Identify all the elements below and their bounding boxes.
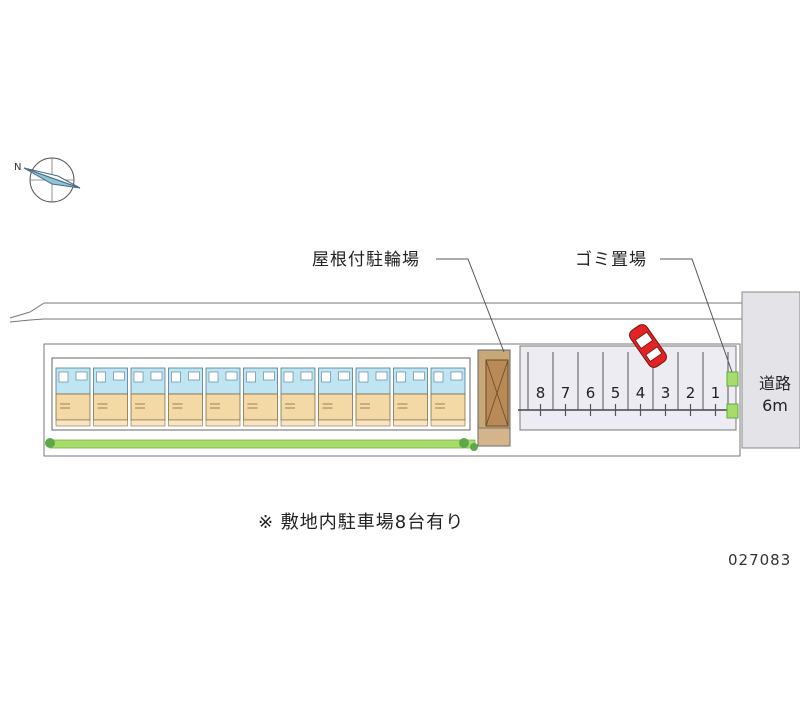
parking-space-number: 5 (611, 384, 621, 402)
car-icon (629, 324, 667, 368)
parking-note: ※ 敷地内駐車場8台有り (258, 512, 465, 533)
compass-icon: N (14, 157, 81, 203)
apartment-unit (130, 367, 166, 427)
parking-space-number: 1 (711, 384, 721, 402)
apartment-unit (355, 367, 391, 427)
apartment-unit (430, 367, 466, 427)
property-id: 027083 (728, 551, 792, 569)
bike-leader-line (436, 258, 505, 353)
parking-space: 5 (602, 352, 621, 416)
parking-space-number: 7 (561, 384, 571, 402)
apartment-unit (205, 367, 241, 427)
svg-text:N: N (14, 162, 21, 173)
road-6m (741, 291, 800, 449)
parking-space-number: 6 (586, 384, 596, 402)
garbage-area (726, 371, 739, 419)
apartment-building (51, 357, 471, 431)
road-label-line1: 道路 (758, 374, 791, 393)
apartment-unit (318, 367, 353, 427)
parking-space-number: 4 (636, 384, 646, 402)
parking-space: 1 (702, 352, 721, 416)
apartment-unit (55, 367, 91, 427)
parking-space-number: 3 (661, 384, 671, 402)
gomi-leader-line (660, 258, 733, 373)
parking-space-number: 8 (536, 384, 546, 402)
road-label-line2: 6m (762, 396, 788, 415)
parking-space: 7 (552, 352, 571, 416)
green-strip (49, 439, 476, 449)
apartment-unit (243, 367, 278, 427)
garbage-area-label: ゴミ置場 (575, 250, 647, 270)
apartment-unit (168, 367, 203, 427)
apartment-unit (93, 367, 128, 427)
site-boundary (43, 343, 741, 457)
apartment-unit (280, 367, 316, 427)
bicycle-parking-label: 屋根付駐輪場 (312, 250, 420, 270)
apartment-unit (393, 367, 428, 427)
parking-space: 4 (627, 352, 646, 416)
bicycle-parking (477, 349, 511, 447)
parking-space: 2 (677, 352, 696, 416)
parking-space: 6 (577, 352, 596, 416)
road-label: 道路 6m (755, 373, 795, 417)
front-road (9, 302, 742, 323)
parking-space-number: 2 (686, 384, 696, 402)
parking-space: 8 (527, 352, 546, 416)
